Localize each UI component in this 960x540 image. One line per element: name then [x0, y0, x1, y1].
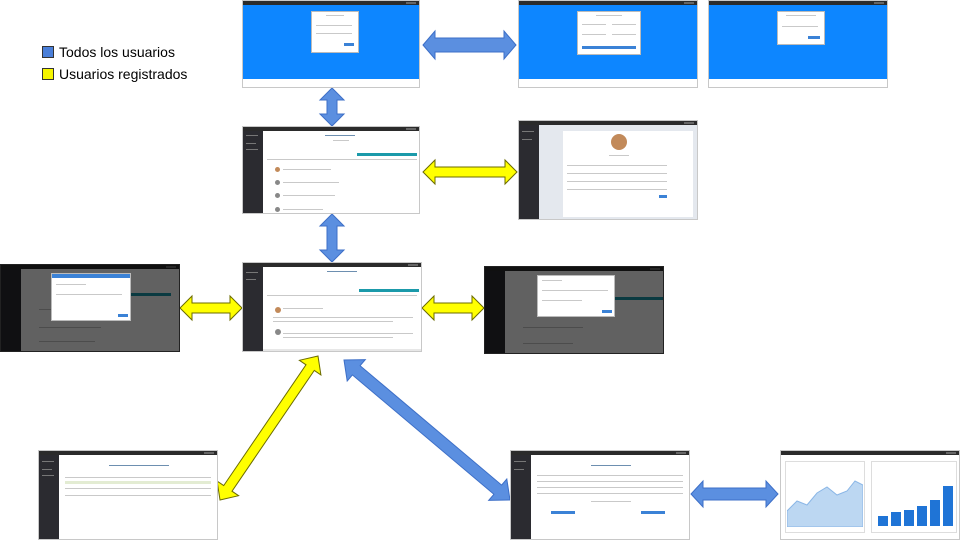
screen-forum-thread — [242, 262, 422, 352]
arrow-login-forum — [318, 87, 346, 127]
arrow-login-register — [422, 29, 517, 61]
arrow-thread-right-modal — [421, 294, 485, 322]
legend-swatch-blue — [42, 46, 54, 58]
legend-item-registered-users: Usuarios registrados — [42, 64, 187, 84]
screen-forum-modal-right — [484, 266, 664, 354]
new-topic-modal-left — [51, 273, 131, 321]
legend-label-all-users: Todos los usuarios — [59, 44, 175, 60]
screen-favorites — [38, 450, 218, 540]
register-modal — [577, 11, 641, 55]
recovery-modal — [777, 11, 825, 45]
arrow-thread-favorites — [216, 355, 322, 501]
screen-login — [242, 0, 420, 88]
screen-forum-modal-left — [0, 264, 180, 352]
screen-profile — [518, 120, 698, 220]
screen-forum-home — [242, 126, 420, 214]
profile-avatar-icon — [611, 134, 627, 150]
area-chart-thumbnail — [787, 480, 863, 527]
arrow-forum-thread — [318, 213, 346, 263]
legend-label-registered-users: Usuarios registrados — [59, 66, 188, 82]
legend: Todos los usuarios Usuarios registrados — [42, 42, 187, 86]
arrow-crypto-charts — [690, 479, 779, 509]
screen-password-recovery — [708, 0, 888, 88]
login-modal — [311, 11, 359, 53]
legend-swatch-yellow — [42, 68, 54, 80]
new-topic-modal-right — [537, 275, 615, 317]
arrow-thread-left-modal — [179, 294, 243, 322]
screen-charts — [780, 450, 960, 540]
arrow-thread-crypto — [343, 359, 511, 501]
legend-item-all-users: Todos los usuarios — [42, 42, 187, 62]
arrow-forum-profile — [422, 158, 518, 186]
screen-crypto-list — [510, 450, 690, 540]
screen-register — [518, 0, 698, 88]
